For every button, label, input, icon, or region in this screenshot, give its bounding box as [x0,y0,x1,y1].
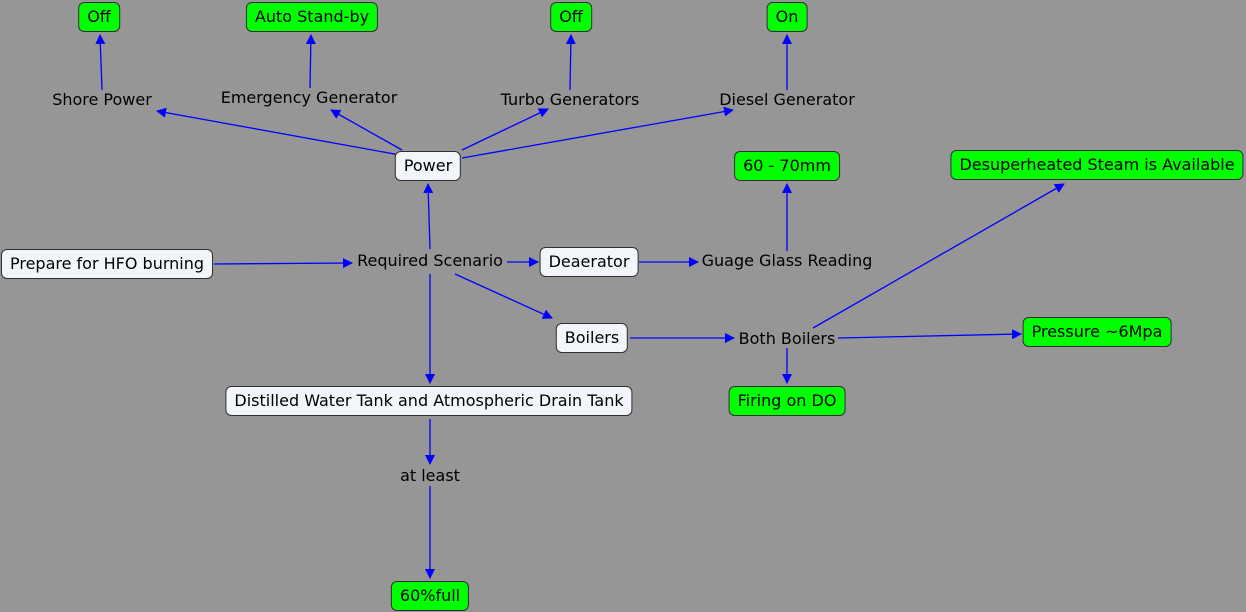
node-pressure[interactable]: Pressure ~6Mpa [1022,317,1172,347]
arrow-power-to-emergency-generator [330,109,403,151]
arrow-emergency-generator-to-auto-standby [305,34,316,89]
node-boilers[interactable]: Boilers [555,323,629,353]
node-emergency-auto-standby[interactable]: Auto Stand-by [245,2,379,32]
node-diesel-generator-on[interactable]: On [766,2,808,32]
node-firing-on-do[interactable]: Firing on DO [728,386,846,416]
node-shore-power-off[interactable]: Off [78,2,120,32]
node-at-least: at least [400,466,460,485]
arrow-prepare-to-required-scenario [213,258,353,269]
node-desuperheated-steam[interactable]: Desuperheated Steam is Available [950,150,1244,180]
node-distilled-water-and-drain-tank[interactable]: Distilled Water Tank and Atmospheric Dra… [225,386,633,416]
node-both-boilers: Both Boilers [738,329,836,348]
arrow-turbo-generators-to-off [565,34,576,91]
node-emergency-generator: Emergency Generator [220,88,398,107]
node-turbo-generators-off[interactable]: Off [550,2,592,32]
arrow-required-scenario-to-power [423,183,434,250]
node-shore-power: Shore Power [52,90,152,109]
arrow-both-boilers-to-desuperheated [812,183,1065,329]
arrow-required-scenario-to-boilers [454,273,553,319]
node-required-scenario: Required Scenario [357,251,503,270]
arrow-power-to-diesel-generator [461,106,734,159]
node-60-full[interactable]: 60%full [390,581,470,611]
arrow-power-to-turbo-generators [461,108,549,151]
arrow-shore-power-to-off [95,34,106,91]
node-gauge-glass-reading: Guage Glass Reading [701,251,873,270]
node-prepare-for-hfo-burning[interactable]: Prepare for HFO burning [0,249,214,279]
arrow-both-boilers-to-pressure [837,329,1022,340]
arrow-power-to-shore-power [156,107,401,156]
node-turbo-generators: Turbo Generators [500,90,640,109]
node-diesel-generator: Diesel Generator [719,90,855,109]
node-deaerator[interactable]: Deaerator [539,247,639,277]
node-power[interactable]: Power [394,151,462,181]
node-gauge-value[interactable]: 60 - 70mm [734,151,840,181]
